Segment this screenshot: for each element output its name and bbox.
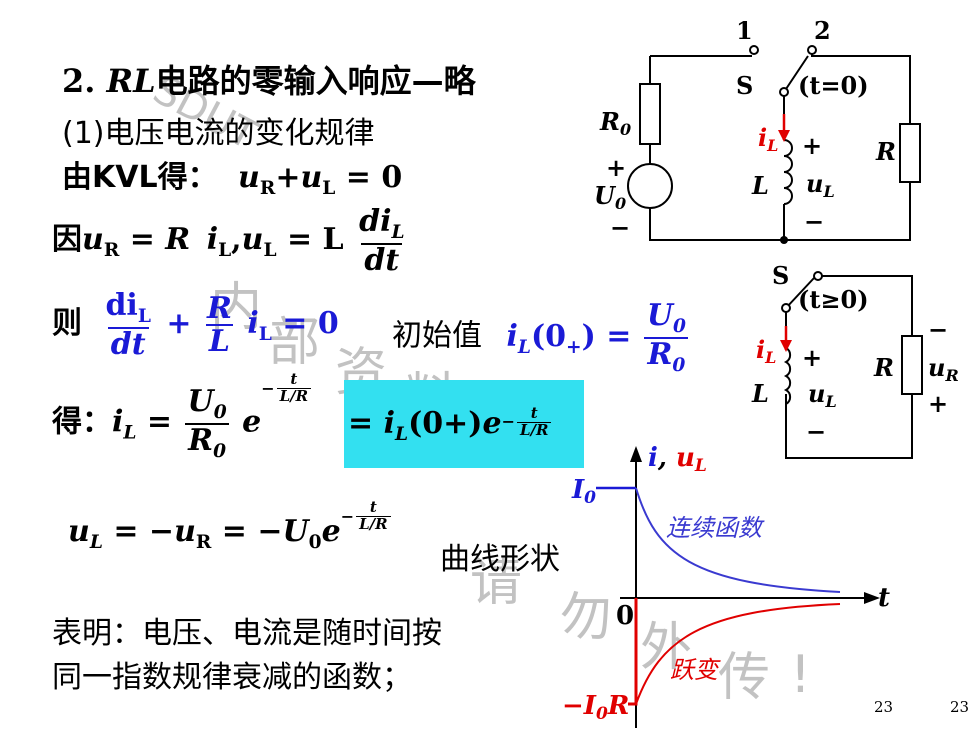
page-number: 23 — [950, 698, 970, 716]
il-label: iL — [758, 123, 778, 155]
switch-label: S — [772, 262, 789, 290]
r-label: R — [873, 353, 894, 382]
origin-label: 0 — [616, 601, 634, 631]
l-label: L — [751, 379, 769, 408]
conclusion-line-1: 表明：电压、电流是随时间按 — [52, 616, 442, 651]
ul-minus: − — [806, 417, 826, 446]
source-minus: − — [610, 213, 630, 242]
curve-shape-label: 曲线形状 — [440, 542, 560, 577]
ul-label: uL — [808, 379, 837, 411]
neg-i0r-label: −I0R — [562, 691, 629, 724]
watermark-char: ! — [790, 645, 811, 705]
watermark-char: 部 — [268, 313, 321, 373]
watermark-char: 请 — [470, 553, 523, 613]
ul-plus: + — [802, 343, 822, 372]
conclusion-line-2: 同一指数规律衰减的函数； — [52, 660, 412, 695]
switch-label: S — [736, 71, 753, 100]
ul-minus: − — [804, 207, 824, 236]
jump-label: 跃变 — [670, 656, 721, 684]
ur-label: uR — [928, 353, 959, 385]
page-number: 23 — [874, 698, 894, 716]
switch-time: (t≥0) — [798, 285, 869, 314]
r0-label: R0 — [599, 107, 631, 139]
switch-pos-2: 2 — [814, 16, 831, 45]
ur-minus: − — [928, 315, 948, 344]
ur-plus: + — [928, 389, 948, 418]
u0-label: U0 — [594, 181, 626, 213]
ul-label: uL — [806, 169, 835, 201]
watermark-char: 内 — [210, 278, 263, 338]
x-axis-label: t — [878, 583, 890, 613]
kvl-equation: 由KVL得： uR+uL = 0 — [62, 160, 403, 199]
continuous-function-label: 连续函数 — [666, 514, 765, 542]
decay-curve-current — [635, 487, 841, 593]
ul-plus: + — [802, 131, 822, 160]
i0-label: I0 — [571, 475, 596, 508]
watermark-char: 勿 — [560, 588, 613, 648]
y-axis-label: i, uL — [648, 444, 707, 476]
watermark-char: 外 — [640, 618, 693, 678]
subheading: (1)电压电流的变化规律 — [62, 116, 375, 151]
switch-pos-1: 1 — [736, 16, 753, 45]
il-label: iL — [756, 335, 776, 367]
source-plus: + — [606, 153, 626, 182]
response-graph: i, uL I0 0 t −I0R 连续函数 跃变 — [562, 444, 890, 728]
circuit-diagram-discharge: S (t≥0) iL + L uL − R − uR + — [751, 262, 959, 459]
l-label: L — [751, 171, 769, 200]
switch-time: (t=0) — [798, 71, 869, 100]
r-label: R — [875, 137, 896, 166]
circuit-diagram-initial: 1 2 S (t=0) R0 iL + uL − L R + U0 − — [594, 16, 921, 244]
decay-curve-voltage — [635, 603, 841, 705]
watermark-char: 传 — [718, 648, 771, 708]
section-heading: 2. RL电路的零输入响应—略 — [62, 62, 476, 100]
